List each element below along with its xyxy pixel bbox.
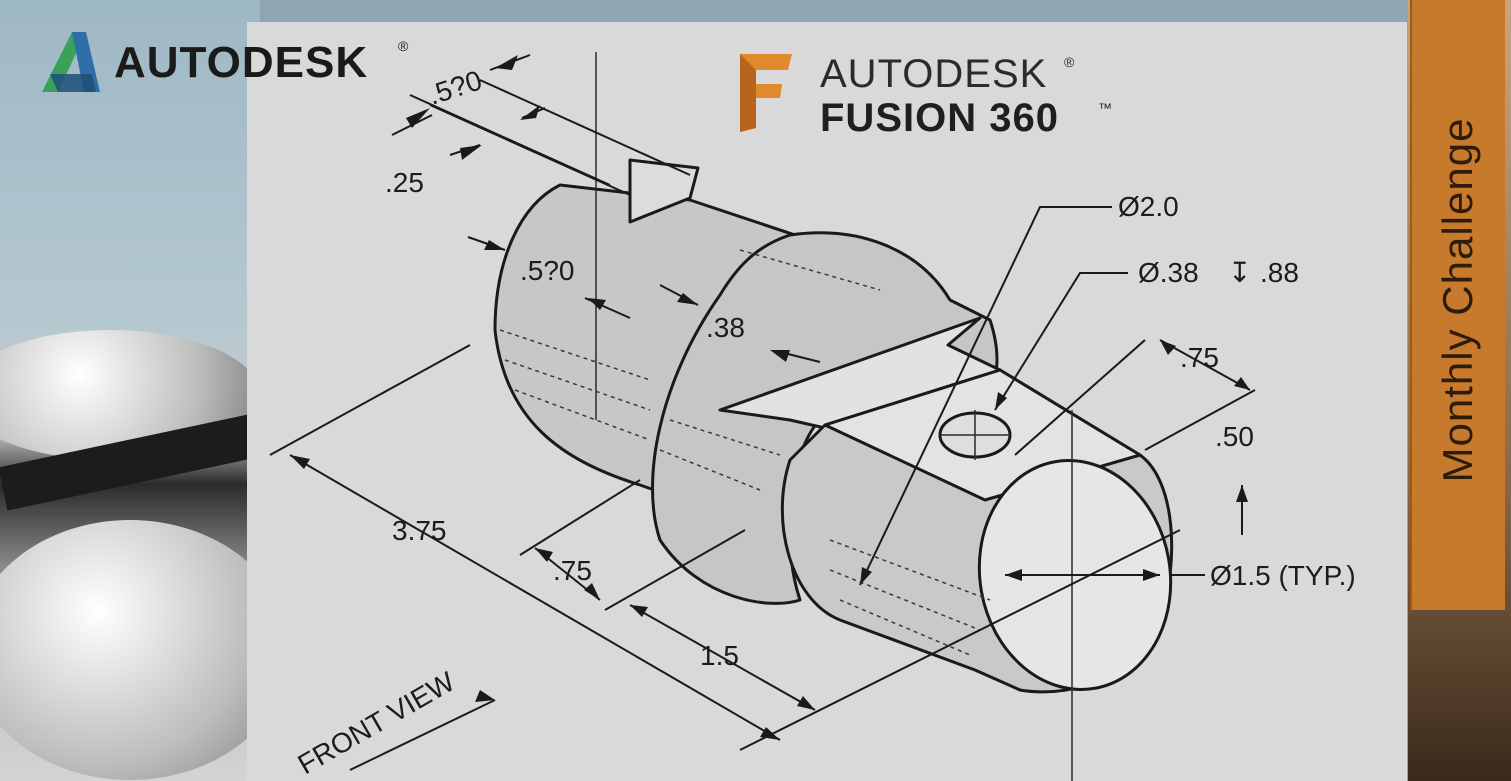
dim-label-75-right: .75 bbox=[1180, 342, 1219, 373]
autodesk-brand-text: AUTODESK bbox=[114, 38, 369, 87]
dim-label-quarter: .25 bbox=[385, 167, 424, 198]
arrowhead bbox=[495, 55, 518, 70]
background-shape bbox=[0, 520, 290, 780]
leader-line bbox=[859, 206, 1112, 586]
front-view-label: FRONT VIEW bbox=[293, 665, 461, 780]
fusion-trademark: ™ bbox=[1098, 100, 1112, 116]
dim-label-38: .38 bbox=[706, 312, 745, 343]
arrowhead bbox=[630, 605, 648, 617]
dim-label-50: .50 bbox=[1215, 421, 1254, 452]
autodesk-logo: AUTODESK ® bbox=[36, 30, 416, 94]
arrowhead bbox=[760, 727, 780, 740]
fusion-f-logo-icon bbox=[740, 54, 792, 132]
autodesk-a-logo-icon bbox=[42, 32, 100, 92]
arrowhead bbox=[860, 567, 872, 585]
arrowhead bbox=[290, 455, 310, 469]
arrowhead bbox=[1160, 340, 1176, 355]
background-left-image bbox=[0, 0, 290, 781]
hole-depth-icon: ↧ bbox=[1228, 257, 1251, 288]
hidden-line bbox=[739, 249, 881, 291]
fusion-product-line1: AUTODESK bbox=[820, 52, 1048, 96]
extension-line bbox=[519, 479, 641, 556]
extension-line bbox=[479, 79, 691, 176]
dim-label-slot-top: .5?0 bbox=[424, 64, 485, 110]
dim-label-75-bottom: .75 bbox=[553, 555, 592, 586]
dim-label-hole-dia: Ø.38 bbox=[1138, 257, 1199, 288]
leader-line bbox=[994, 272, 1128, 411]
extension-line bbox=[1014, 339, 1146, 456]
arrowhead bbox=[995, 392, 1007, 410]
fusion-product-line2: FUSION 360 bbox=[820, 96, 1059, 140]
arrowhead bbox=[588, 298, 606, 310]
extension-line bbox=[1144, 389, 1256, 451]
registered-mark: ® bbox=[398, 38, 409, 54]
dim-label-dia-2: Ø2.0 bbox=[1118, 191, 1179, 222]
hidden-line bbox=[659, 449, 761, 491]
front-view-arrow bbox=[349, 699, 496, 771]
arrowhead bbox=[406, 108, 430, 128]
dim-label-hole-depth: .88 bbox=[1260, 257, 1299, 288]
arrowhead bbox=[1005, 569, 1022, 581]
arrowhead bbox=[1236, 485, 1248, 502]
hidden-line bbox=[504, 359, 651, 411]
arrowhead bbox=[520, 105, 540, 120]
extension-line bbox=[604, 529, 746, 611]
dim-label-375: 3.75 bbox=[392, 515, 447, 546]
arrowhead bbox=[475, 690, 495, 702]
hidden-line bbox=[669, 419, 781, 456]
arrowhead bbox=[770, 350, 790, 362]
dimension-line bbox=[289, 454, 781, 741]
hidden-line bbox=[499, 329, 651, 381]
extension-line bbox=[269, 344, 471, 456]
arrowhead bbox=[460, 145, 482, 160]
dim-label-slot-side: .5?0 bbox=[520, 255, 575, 286]
dimension-line bbox=[1159, 339, 1251, 391]
arrowhead bbox=[584, 583, 600, 600]
arrowhead bbox=[1143, 569, 1160, 581]
hidden-line bbox=[829, 569, 981, 631]
arrowhead bbox=[677, 293, 698, 305]
arrowhead bbox=[1234, 377, 1250, 390]
fusion-360-logo: AUTODESK ® FUSION 360 ™ bbox=[736, 48, 1116, 140]
fusion-registered-mark: ® bbox=[1064, 54, 1075, 70]
dim-label-dia-15: Ø1.5 (TYP.) bbox=[1210, 560, 1356, 591]
arrowhead bbox=[535, 548, 553, 562]
extension-line bbox=[739, 529, 1181, 751]
left-slot bbox=[628, 158, 700, 224]
monthly-challenge-banner: Monthly Challenge bbox=[1410, 0, 1505, 610]
arrowhead bbox=[484, 240, 505, 250]
dimension-line bbox=[629, 604, 816, 711]
dim-label-15: 1.5 bbox=[700, 640, 739, 671]
arrowhead bbox=[797, 696, 815, 710]
extension-line bbox=[429, 104, 631, 196]
